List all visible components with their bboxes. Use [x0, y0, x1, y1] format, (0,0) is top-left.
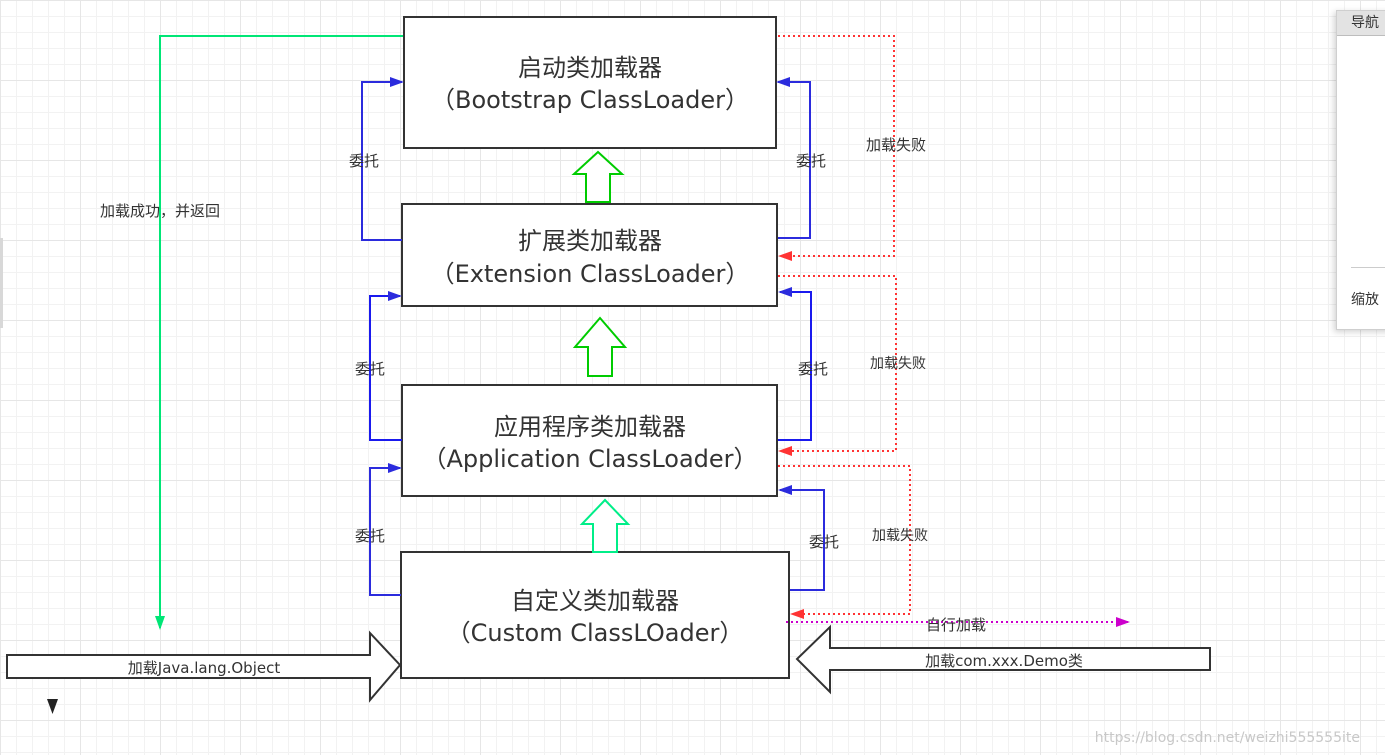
- bootstrap-cn-label: 启动类加载器: [518, 54, 662, 82]
- custom-cn-label: 自定义类加载器: [511, 587, 679, 615]
- bootstrap-classloader-box[interactable]: 启动类加载器 （Bootstrap ClassLoader）: [403, 16, 777, 149]
- application-en-label: （Application ClassLoader）: [422, 445, 757, 473]
- canvas-left-edge: [0, 238, 3, 328]
- left-delegate-label-3: 委托: [355, 527, 385, 545]
- right-delegate-app-to-ext: [778, 287, 812, 441]
- load-demo-label: 加载com.xxx.Demo类: [925, 652, 1083, 670]
- extension-classloader-box[interactable]: 扩展类加载器 （Extension ClassLoader）: [401, 203, 778, 307]
- watermark-text: https://blog.csdn.net/weizhi555555ite: [1095, 730, 1360, 746]
- left-delegate-app-to-ext: [369, 291, 402, 441]
- failed-ext-to-app: [778, 275, 897, 456]
- left-delegate-ext-to-boot: [361, 77, 404, 241]
- load-failed-label-1: 加载失败: [866, 136, 926, 154]
- right-delegate-label-3: 委托: [809, 533, 839, 551]
- bootstrap-en-label: （Bootstrap ClassLoader）: [431, 86, 749, 114]
- load-demo-hollow-arrow: [795, 624, 1211, 695]
- navigator-title[interactable]: 导航: [1337, 11, 1385, 36]
- failed-app-to-custom: [778, 465, 911, 619]
- custom-classloader-box[interactable]: 自定义类加载器 （Custom ClassLOader）: [400, 551, 790, 679]
- load-object-hollow-arrow: [6, 630, 402, 703]
- hollow-up-arrow-custom-to-app: [579, 498, 631, 553]
- caret-down-icon: [47, 699, 58, 714]
- left-delegate-custom-to-app: [369, 463, 402, 596]
- right-delegate-label-1: 委托: [796, 152, 826, 170]
- extension-cn-label: 扩展类加载器: [518, 227, 662, 255]
- extension-en-label: （Extension ClassLoader）: [431, 260, 750, 288]
- left-delegate-label-1: 委托: [349, 152, 379, 170]
- right-delegate-custom-to-app: [778, 485, 825, 591]
- application-cn-label: 应用程序类加载器: [494, 413, 686, 441]
- success-return-arrow: [155, 35, 404, 630]
- failed-boot-to-ext: [778, 35, 895, 261]
- navigator-panel[interactable]: 导航 缩放: [1336, 10, 1385, 330]
- hollow-up-arrow-ext-to-boot: [571, 150, 625, 203]
- self-load-label: 自行加载: [926, 616, 986, 634]
- application-classloader-box[interactable]: 应用程序类加载器 （Application ClassLoader）: [401, 384, 778, 497]
- hollow-up-arrow-app-to-ext: [572, 316, 628, 377]
- success-return-label: 加载成功，并返回: [100, 202, 220, 220]
- right-delegate-label-2: 委托: [798, 360, 828, 378]
- custom-en-label: （Custom ClassLOader）: [447, 619, 744, 647]
- navigator-zoom-label[interactable]: 缩放: [1351, 292, 1379, 308]
- left-delegate-label-2: 委托: [355, 360, 385, 378]
- load-failed-label-2: 加载失败: [870, 356, 926, 372]
- load-object-label: 加载Java.lang.Object: [128, 659, 281, 677]
- navigator-divider: [1351, 267, 1385, 268]
- load-failed-label-3: 加载失败: [872, 528, 928, 544]
- right-delegate-ext-to-boot: [776, 77, 811, 239]
